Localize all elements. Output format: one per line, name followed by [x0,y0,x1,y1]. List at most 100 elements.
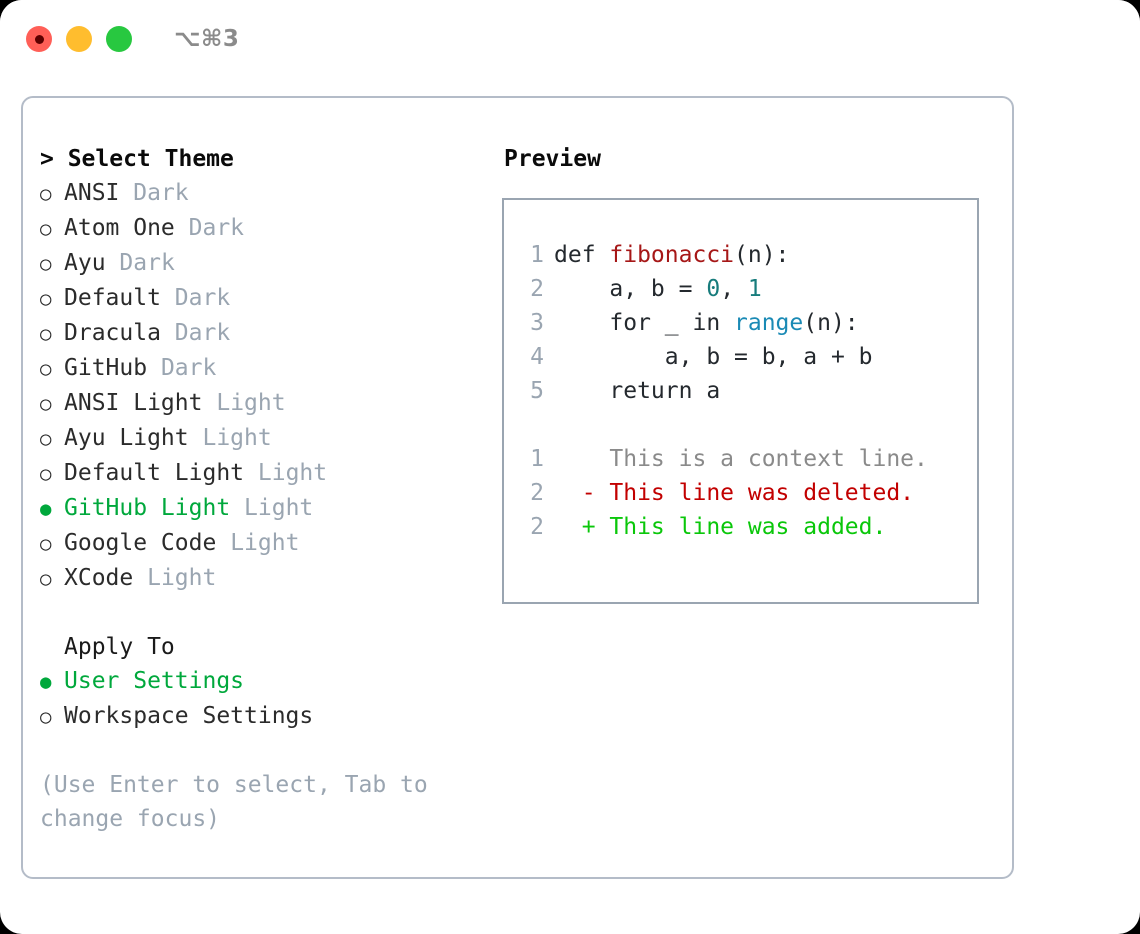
radio-unselected-icon: ○ [40,428,52,450]
minimize-button-icon[interactable] [66,26,92,52]
code-token-fn: fibonacci [609,242,735,268]
radio-selected-icon: ● [40,671,52,693]
radio-unselected-icon: ○ [40,218,52,240]
code-line-number: 3 [530,310,544,336]
apply-to-list[interactable]: ● User Settings ○ Workspace Settings [40,664,487,734]
theme-option-default-light[interactable]: ○ Default Light Light [40,456,487,491]
code-token-plain: (n): [803,310,859,336]
diff-line-text: This is a context line. [609,446,928,472]
theme-option-label: Atom One [64,215,175,241]
theme-option-google-code[interactable]: ○Google Code Light [40,526,487,561]
code-line: 1 def fibonacci(n): [520,238,977,272]
theme-option-variant: Dark [188,215,245,241]
apply-to-option-user-settings[interactable]: ● User Settings [40,664,487,699]
code-token-plain: a, b = b, a + b [554,344,873,370]
theme-option-variant: Dark [119,250,175,276]
theme-option-default[interactable]: ○ Default Dark [40,281,487,316]
theme-option-ayu-light[interactable]: ○Ayu Light Light [40,421,487,456]
diff-line-number: 2 [530,514,544,540]
label-spacer [189,421,203,455]
label-spacer [147,351,161,385]
radio-unselected-icon: ○ [40,568,52,590]
radio-unselected-icon: ○ [40,288,52,310]
preview-title: Preview [504,146,601,172]
theme-option-github[interactable]: ○GitHub Dark [40,351,487,386]
code-token-plain: def [554,242,610,268]
theme-option-ansi[interactable]: ○ANSI Dark [40,176,487,211]
code-line-number: 2 [530,276,544,302]
theme-option-ayu[interactable]: ○Ayu Dark [40,246,487,281]
theme-list[interactable]: ○ANSI Dark○Atom One Dark○Ayu Dark○Defaul… [40,176,487,596]
theme-option-label: Default [64,285,161,311]
radio-unselected-icon: ○ [40,706,52,728]
theme-option-label: Dracula [64,320,161,346]
label-spacer [161,281,175,315]
code-line-number: 1 [530,242,544,268]
diff-line-number: 2 [530,480,544,506]
theme-option-label: GitHub Light [64,495,231,521]
theme-option-github-light[interactable]: ● GitHub Light Light [40,491,487,526]
theme-option-variant: Light [147,565,217,591]
keyboard-shortcut-label: ⌥⌘3 [174,26,240,52]
theme-option-label: ANSI [64,180,120,206]
code-token-plain: return a [554,378,721,404]
close-dot-icon [34,34,44,44]
label-spacer [202,386,216,420]
diff-line-text: This line was added. [609,514,887,540]
radio-unselected-icon: ○ [40,253,52,275]
theme-option-atom-one[interactable]: ○ Atom One Dark [40,211,487,246]
theme-option-dracula[interactable]: ○Dracula Dark [40,316,487,351]
apply-to-option-label: Workspace Settings [64,703,314,729]
main-window: > Select Theme ○ANSI Dark○Atom One Dark○… [21,96,1014,879]
diff-sign [554,442,609,476]
window-controls [26,26,132,52]
code-line-content: a, b = 0, 1 [554,272,762,306]
theme-option-variant: Light [230,530,300,556]
theme-option-variant: Light [257,460,328,486]
theme-option-variant: Dark [133,180,189,206]
code-token-plain: (n): [734,242,790,268]
radio-unselected-icon: ○ [40,358,52,380]
maximize-button-icon[interactable] [106,26,132,52]
diff-line-added: 2 + This line was added. [520,510,977,544]
code-token-plain: a, b = [554,276,707,302]
diff-sign: - [554,480,610,506]
code-line-number: 4 [530,344,544,370]
theme-option-variant: Light [216,390,286,416]
theme-option-ansi-light[interactable]: ○ANSI Light Light [40,386,487,421]
label-spacer [244,456,258,490]
code-line-content: a, b = b, a + b [554,340,873,374]
theme-option-label: Default Light [64,460,245,486]
apply-to-option-label: User Settings [64,668,245,694]
code-token-plain: for _ in [554,310,735,336]
radio-selected-icon: ● [40,498,52,520]
radio-unselected-icon: ○ [40,463,52,485]
code-line: 5 return a [520,374,977,408]
label-spacer [119,176,133,210]
label-spacer [216,526,230,560]
theme-option-variant: Dark [174,285,231,311]
radio-unselected-icon: ○ [40,323,52,345]
keyboard-hint-text: (Use Enter to select, Tab to change focu… [40,772,428,832]
title-bar: ⌥⌘3 [0,0,1140,78]
theme-option-label: Ayu Light [64,425,189,451]
theme-option-variant: Light [244,495,314,521]
code-line-content: return a [554,374,720,408]
close-button-icon[interactable] [26,26,52,52]
radio-unselected-icon: ○ [40,393,52,415]
diff-sample: 1 This is a context line.2 - This line w… [520,442,977,544]
code-token-num: 1 [747,276,762,302]
label-spacer [175,211,189,245]
label-spacer [133,561,147,595]
apply-to-heading: Apply To [64,634,175,660]
code-token-plain: , [720,276,748,302]
apply-to-option-workspace-settings[interactable]: ○ Workspace Settings [40,699,487,734]
code-blank-line [520,408,977,442]
theme-option-xcode[interactable]: ○XCode Light [40,561,487,596]
diff-sign: + [554,514,610,540]
label-spacer [106,246,120,280]
diff-line-text: This line was deleted. [609,480,915,506]
